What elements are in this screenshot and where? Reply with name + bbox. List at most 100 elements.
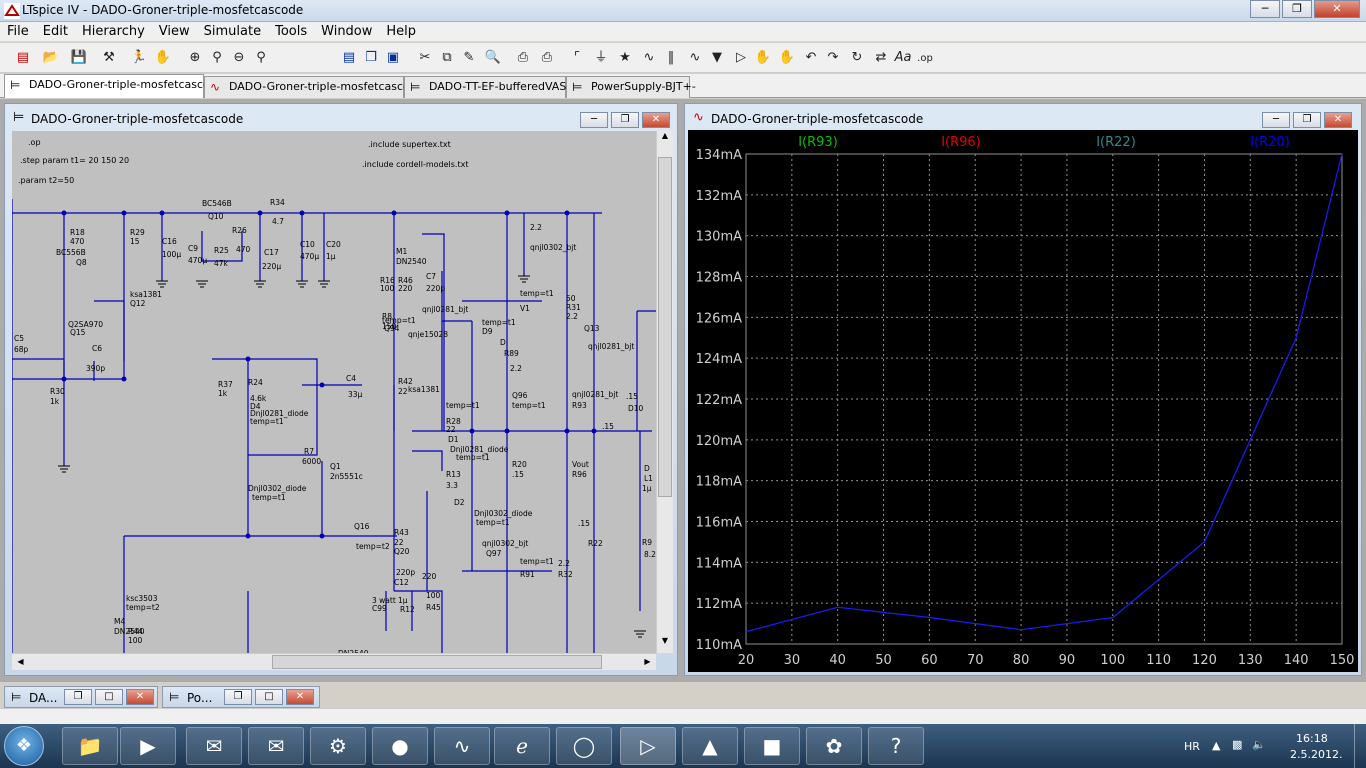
- menu-view[interactable]: View: [158, 24, 190, 39]
- oscilloscope-icon[interactable]: ∿: [434, 727, 490, 765]
- copy-icon[interactable]: ⧉: [442, 50, 452, 65]
- undo-icon[interactable]: ↶: [805, 50, 817, 65]
- schematic-label: qnje15028: [408, 330, 448, 339]
- clock-time[interactable]: 16:18: [1296, 732, 1328, 745]
- scroll-thumb[interactable]: [658, 157, 672, 497]
- capacitor-icon[interactable]: ‖: [667, 50, 675, 65]
- zoom-in-icon[interactable]: ⊕: [189, 50, 201, 65]
- paint-icon[interactable]: ✿: [806, 727, 862, 765]
- schematic-canvas[interactable]: .op.step param t1= 20 150 20.param t2=50…: [12, 131, 656, 653]
- media-center-icon[interactable]: ◯: [556, 727, 612, 765]
- child-restore-button[interactable]: ❐: [1293, 112, 1321, 128]
- show-hidden-icons-icon[interactable]: ▲: [1212, 739, 1221, 752]
- tab-waveform[interactable]: ∿DADO-Groner-triple-mosfetcascode: [204, 76, 424, 98]
- schematic-horizontal-scrollbar[interactable]: ◀ ▶: [12, 653, 656, 670]
- tool-icon[interactable]: ⚙: [310, 727, 366, 765]
- child-minimize-button[interactable]: ─: [580, 112, 608, 128]
- ltspice-taskbar-icon[interactable]: ▷: [620, 727, 676, 765]
- open-folder-icon[interactable]: 📂: [42, 50, 60, 65]
- explorer-icon[interactable]: 📁: [62, 727, 118, 765]
- zoom-out-icon[interactable]: ⊖: [233, 50, 245, 65]
- zoom-fit-icon[interactable]: ⚲: [256, 50, 266, 65]
- find-icon[interactable]: 🔍: [484, 50, 502, 65]
- inductor-icon[interactable]: ∿: [689, 50, 701, 65]
- close-button[interactable]: ✕: [126, 689, 154, 705]
- child-restore-button[interactable]: ❐: [611, 112, 639, 128]
- schematic-label: R12: [400, 605, 415, 614]
- print-icon[interactable]: ⎙: [541, 50, 553, 65]
- menu-file[interactable]: File: [7, 24, 29, 39]
- show-desktop-button[interactable]: [1354, 724, 1366, 768]
- halt-icon[interactable]: ✋: [154, 50, 172, 65]
- label-net-icon[interactable]: ★: [619, 50, 631, 65]
- close-button[interactable]: ✕: [286, 689, 314, 705]
- menu-hierarchy[interactable]: Hierarchy: [81, 24, 145, 39]
- text-icon[interactable]: Aa: [894, 50, 912, 65]
- restore-button[interactable]: ❐: [1282, 0, 1312, 18]
- control-panel-icon[interactable]: ⚒: [103, 50, 115, 65]
- save-icon[interactable]: 💾: [70, 50, 88, 65]
- resistor-icon[interactable]: ∿: [643, 50, 655, 65]
- menu-help[interactable]: Help: [386, 24, 417, 39]
- scroll-down-icon[interactable]: ▼: [661, 636, 669, 645]
- cut-icon[interactable]: ✂: [419, 50, 431, 65]
- ltspice-window-icon[interactable]: ▲: [682, 727, 738, 765]
- scroll-right-icon[interactable]: ▶: [644, 657, 651, 666]
- new-schematic-icon[interactable]: ▤: [16, 50, 30, 65]
- menu-tools[interactable]: Tools: [275, 24, 308, 39]
- restore-button[interactable]: ❐: [64, 689, 92, 705]
- restore-button[interactable]: ❐: [224, 689, 252, 705]
- maximize-button[interactable]: □: [255, 689, 283, 705]
- child-close-button[interactable]: ✕: [1324, 112, 1352, 128]
- schematic-label: 100: [426, 591, 441, 600]
- start-button[interactable]: ❖: [4, 726, 44, 766]
- close-window-icon[interactable]: ▣: [386, 50, 400, 65]
- trend-micro-icon[interactable]: ●: [372, 727, 428, 765]
- component-icon[interactable]: ▷: [736, 50, 746, 65]
- paste-icon[interactable]: ✎: [463, 50, 475, 65]
- menu-simulate[interactable]: Simulate: [203, 24, 262, 39]
- minimize-button[interactable]: ─: [1250, 0, 1280, 18]
- pan-icon[interactable]: ⚲: [212, 50, 222, 65]
- rotate-icon[interactable]: ↻: [851, 50, 863, 65]
- volume-icon[interactable]: 🔈: [1252, 738, 1266, 751]
- child-minimize-button[interactable]: ─: [1262, 112, 1290, 128]
- child-close-button[interactable]: ✕: [642, 112, 670, 128]
- maximize-button[interactable]: □: [95, 689, 123, 705]
- cascade-windows-icon[interactable]: ❐: [365, 50, 377, 65]
- tab-schematic-2[interactable]: ⊨DADO-TT-EF-bufferedVAS: [404, 76, 566, 98]
- move-icon[interactable]: ✋: [754, 50, 772, 65]
- spice-directive-icon[interactable]: .op: [917, 53, 933, 64]
- minimized-window-2[interactable]: ⊨ Po... ❐□✕: [162, 686, 320, 708]
- run-icon[interactable]: 🏃: [130, 50, 148, 65]
- outlook-icon[interactable]: ✉: [186, 727, 242, 765]
- schematic-label: Q1: [330, 462, 341, 471]
- internet-explorer-icon[interactable]: ℯ: [494, 727, 550, 765]
- tile-horizontal-icon[interactable]: ▤: [342, 50, 356, 65]
- language-indicator[interactable]: HR: [1184, 740, 1200, 753]
- mail-icon[interactable]: ✉: [248, 727, 304, 765]
- print-preview-icon[interactable]: ⎙: [517, 50, 529, 65]
- scroll-left-icon[interactable]: ◀: [17, 657, 24, 666]
- media-player-icon[interactable]: ▶: [120, 727, 176, 765]
- draw-wire-icon[interactable]: ⌜: [573, 50, 581, 65]
- network-icon[interactable]: ▩: [1232, 738, 1243, 751]
- drag-icon[interactable]: ✋: [778, 50, 796, 65]
- menu-edit[interactable]: Edit: [42, 24, 68, 39]
- tab-schematic-1[interactable]: ⊨DADO-Groner-triple-mosfetcascode: [4, 74, 224, 98]
- scroll-thumb[interactable]: [272, 655, 602, 669]
- close-button[interactable]: ✕: [1314, 0, 1360, 18]
- redo-icon[interactable]: ↷: [827, 50, 839, 65]
- tab-schematic-3[interactable]: ⊨PowerSupply-BJT+-: [566, 76, 696, 98]
- scroll-up-icon[interactable]: ▲: [661, 131, 669, 140]
- clock-date[interactable]: 2.5.2012.: [1290, 748, 1343, 761]
- schematic-vertical-scrollbar[interactable]: ▲ ▼: [656, 131, 673, 653]
- notepad-icon[interactable]: ■: [744, 727, 800, 765]
- mirror-icon[interactable]: ⇄: [875, 50, 887, 65]
- menu-window[interactable]: Window: [321, 24, 373, 39]
- minimized-window-1[interactable]: ⊨ DA... ❐□✕: [4, 686, 158, 708]
- ground-icon[interactable]: ⏚: [594, 50, 608, 65]
- help-icon[interactable]: ?: [868, 727, 924, 765]
- diode-icon[interactable]: ▼: [712, 50, 722, 65]
